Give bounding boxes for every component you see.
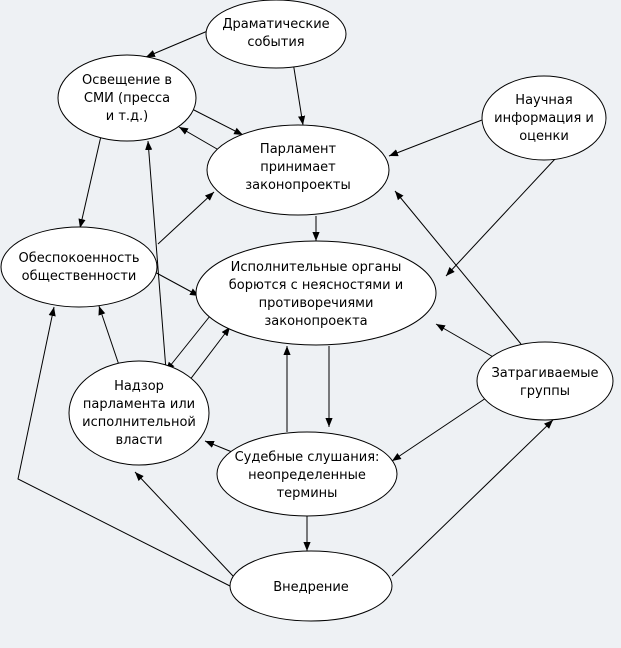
node-dramatic-events-line-1: Драматические: [222, 17, 329, 32]
node-executive-line-3: противоречиями: [259, 296, 374, 311]
arrow-affected-groups-to-parliament: [394, 190, 522, 345]
arrow-science-to-executive: [445, 158, 556, 277]
node-implementation: Внедрение: [229, 550, 393, 622]
arrow-affected-groups-to-executive: [435, 323, 496, 359]
node-media-line-2: СМИ (пресса: [84, 91, 170, 106]
node-affected-groups-line-2: группы: [520, 384, 570, 399]
node-court-line-2: неопределенные: [248, 468, 366, 483]
arrow-oversight-to-media: [145, 140, 167, 371]
arrow-court-to-oversight: [204, 440, 233, 453]
arrow-media-to-parliament: [189, 107, 244, 136]
node-public-concern-line-1: Обеспокоенность: [19, 251, 140, 266]
arrow-dramatic-events-to-parliament: [292, 61, 306, 126]
arrow-implementation-to-oversight: [134, 471, 234, 577]
node-dramatic-events-line-2: события: [247, 35, 304, 50]
arrow-science-to-parliament: [388, 119, 483, 157]
arrow-oversight-to-public-concern: [98, 305, 122, 372]
node-media-line-3: и т.д.): [106, 109, 148, 124]
node-media-line-1: Освещение в: [82, 73, 172, 88]
node-court: Судебные слушания: неопределенные термин…: [216, 431, 398, 517]
arrow-affected-groups-to-court: [391, 397, 487, 462]
node-parliament-line-3: законопроекты: [245, 178, 351, 193]
node-science-line-3: оценки: [519, 129, 569, 144]
node-executive: Исполнительные органы борются с неясност…: [195, 240, 437, 346]
node-oversight-line-2: парламента или: [83, 397, 195, 412]
arrow-dramatic-events-to-media: [145, 29, 211, 58]
node-oversight-line-3: исполнительной: [82, 415, 196, 430]
arrow-parliament-to-media: [178, 126, 218, 150]
node-parliament-line-2: принимает: [260, 160, 336, 175]
arrow-public-concern-to-executive: [150, 269, 200, 297]
node-public-concern-line-2: общественности: [22, 269, 137, 284]
arrow-implementation-to-affected-groups: [391, 419, 554, 577]
node-parliament-line-1: Парламент: [260, 142, 337, 157]
node-public-concern: Обеспокоенность общественности: [0, 226, 158, 308]
node-executive-line-2: борются с неясностями и: [229, 278, 403, 293]
node-oversight-line-4: власти: [115, 433, 162, 448]
node-affected-groups-line-1: Затрагиваемые: [491, 366, 598, 381]
node-oversight-line-1: Надзор: [114, 379, 164, 394]
node-implementation-line-1: Внедрение: [273, 580, 349, 595]
node-executive-line-4: законопроекта: [264, 314, 367, 329]
node-science: Научная информация и оценки: [481, 75, 607, 161]
arrow-executive-to-oversight: [165, 310, 215, 372]
arrow-implementation-to-public-concern: [17, 306, 231, 587]
node-oversight: Надзор парламента или исполнительной вла…: [68, 360, 210, 466]
node-dramatic-events: Драматические события: [205, 0, 347, 69]
node-court-line-3: термины: [277, 486, 338, 501]
node-science-line-2: информация и: [494, 111, 594, 126]
node-court-line-1: Судебные слушания:: [235, 450, 380, 465]
arrow-oversight-to-executive: [185, 326, 231, 386]
node-parliament: Парламент принимает законопроекты: [206, 124, 390, 216]
node-media: Освещение в СМИ (пресса и т.д.): [57, 54, 197, 142]
node-affected-groups: Затрагиваемые группы: [476, 341, 614, 421]
arrow-public-concern-to-parliament: [157, 191, 215, 245]
node-science-line-1: Научная: [515, 93, 572, 108]
arrow-media-to-public-concern: [78, 135, 102, 229]
node-executive-line-1: Исполнительные органы: [231, 260, 402, 275]
